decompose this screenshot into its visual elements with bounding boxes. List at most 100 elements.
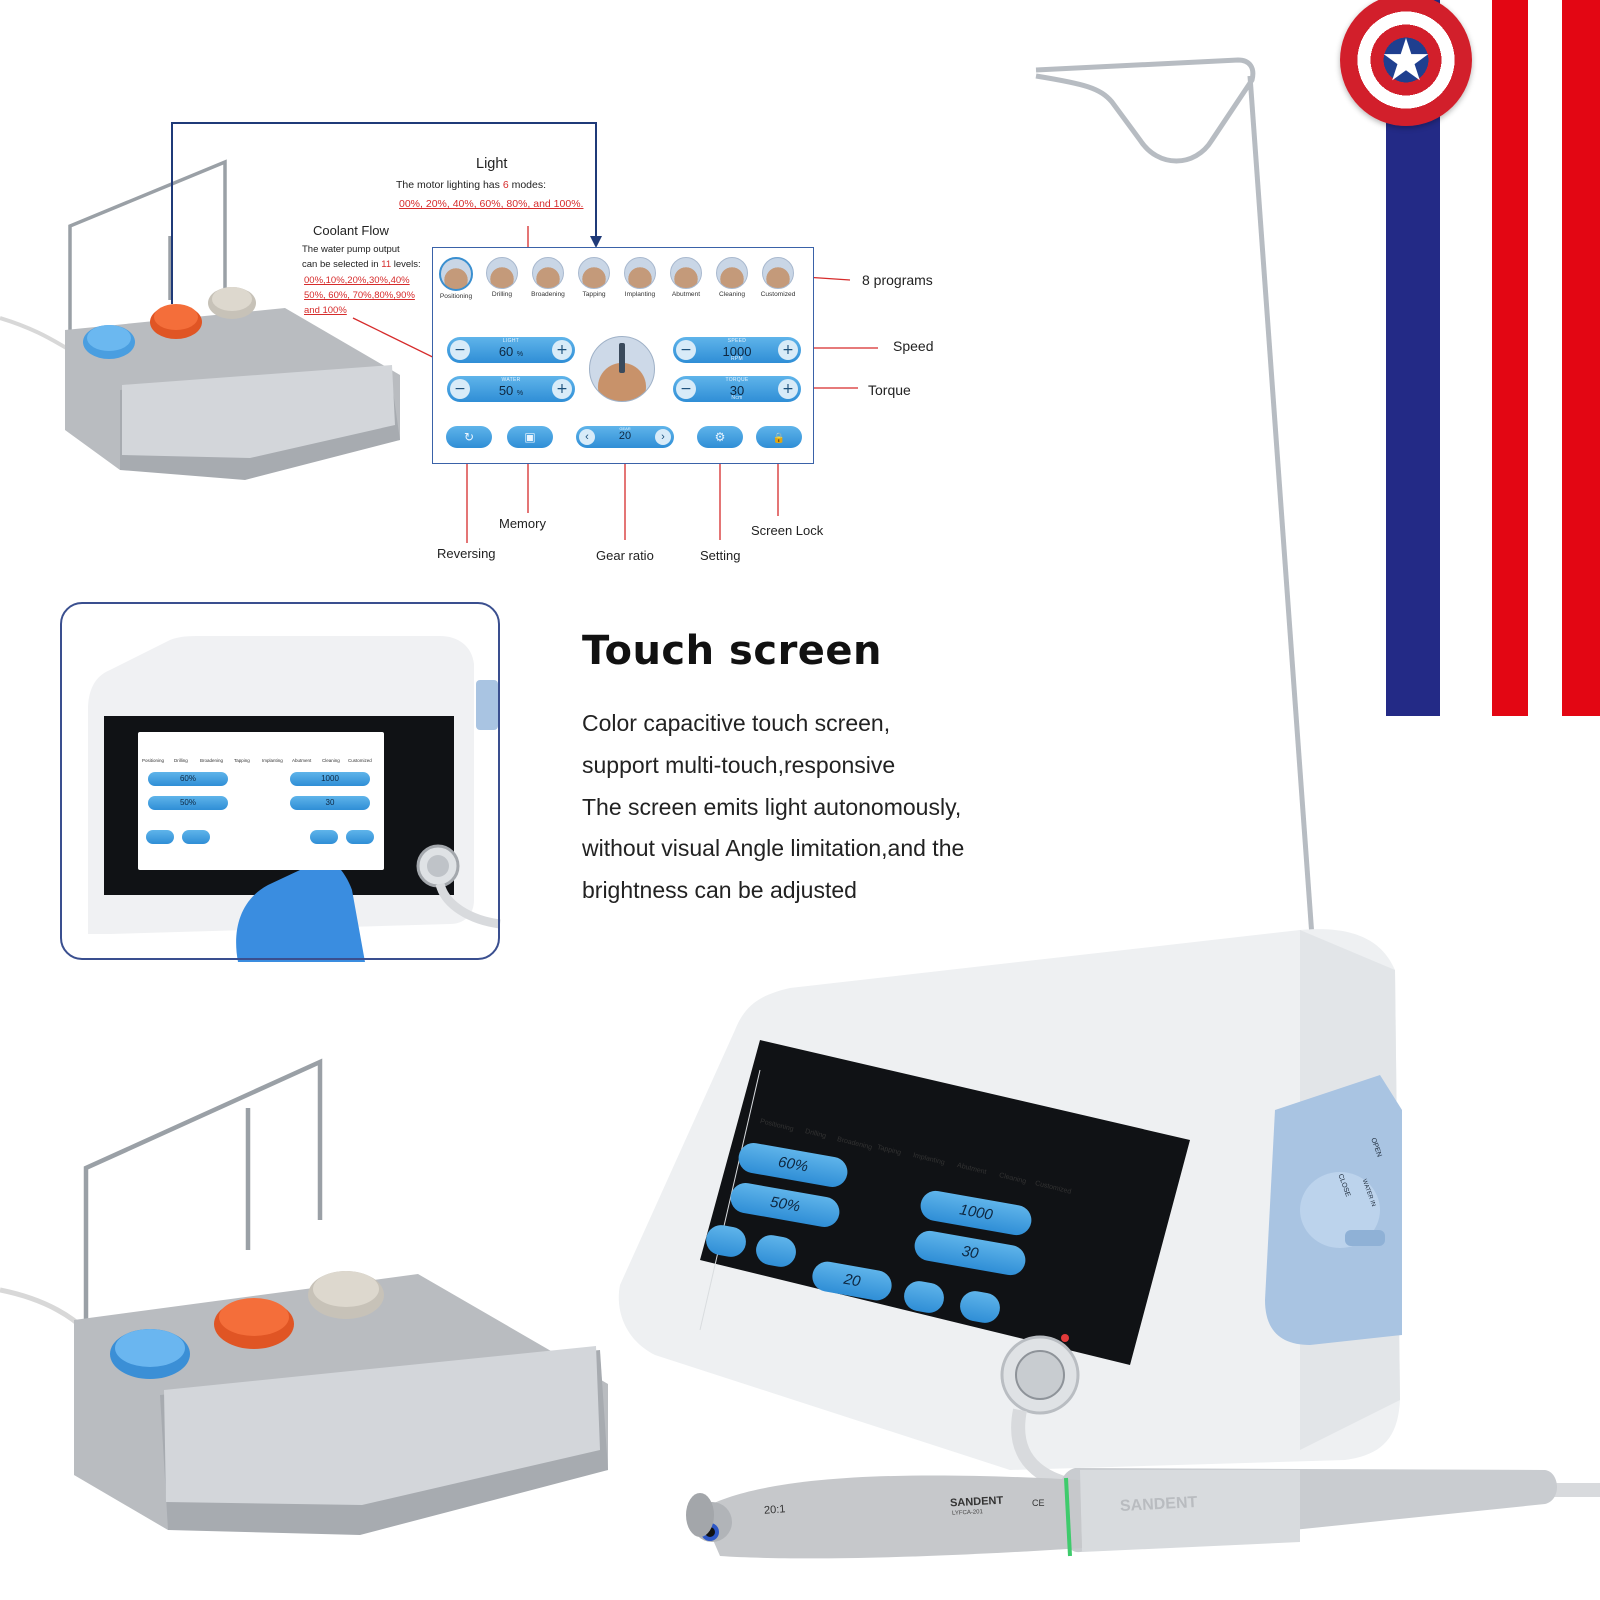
gear-prev-button[interactable]: ‹ (579, 429, 595, 445)
current-program-bur-icon (589, 336, 655, 402)
program-tapping[interactable]: Tapping (571, 257, 617, 298)
light-title: Light (476, 156, 508, 172)
gear-value: 20 (618, 430, 632, 442)
coolant-line-1: The water pump output (302, 244, 400, 255)
inset-program-label: Tapping (234, 758, 250, 763)
coolant-levels-3: and 100% (304, 305, 347, 316)
torque-caption: TORQUE (725, 377, 749, 383)
reverse-icon: ↻ (463, 430, 475, 444)
water-plus-button[interactable]: + (552, 379, 572, 399)
coolant-line-2: can be selected in 11 levels: (302, 257, 421, 272)
implant-motor-device (618, 929, 1600, 1559)
inset-program-label: Broadening (200, 758, 224, 763)
program-label: Customized (760, 291, 796, 298)
reverse-button[interactable]: ↻ (446, 426, 492, 448)
touch-screen-line-1: Color capacitive touch screen, (582, 710, 891, 736)
inset-lock-button[interactable] (346, 830, 374, 844)
save-icon: ▣ (524, 430, 536, 444)
inset-memory-button[interactable] (182, 830, 210, 844)
screen-lock-button[interactable]: 🔒 (756, 426, 802, 448)
light-desc-prefix: The motor lighting has (396, 179, 503, 191)
coolant-levels-2: 50%, 60%, 70%,80%,90% (304, 290, 415, 301)
torque-unit: Ncm (731, 395, 743, 401)
torque-plus-button[interactable]: + (778, 379, 798, 399)
inset-speed-pill: 1000 (290, 772, 370, 786)
gear-next-button[interactable]: › (655, 429, 671, 445)
inset-speed-value: 1000 (321, 774, 339, 783)
light-control: − LIGHT 60 % + (447, 337, 575, 363)
lock-icon: 🔒 (772, 433, 786, 444)
program-drilling[interactable]: Drilling (479, 257, 525, 298)
program-label: Positioning (439, 293, 473, 300)
label-speed: Speed (893, 338, 934, 354)
speed-value: 1000 (722, 344, 752, 359)
speed-plus-button[interactable]: + (778, 340, 798, 360)
handpiece-ce-mark: CE (1032, 1498, 1045, 1508)
label-memory: Memory (499, 516, 546, 531)
program-label: Tapping (582, 291, 606, 298)
light-minus-button[interactable]: − (450, 340, 470, 360)
inset-water-pill: 50% (148, 796, 228, 810)
water-minus-button[interactable]: − (450, 379, 470, 399)
program-label: Broadening (531, 291, 565, 298)
program-positioning[interactable]: Positioning (433, 257, 479, 300)
light-value-number: 60 (498, 344, 514, 359)
inset-program-label: Drilling (174, 758, 188, 763)
light-modes-list: 00%, 20%, 40%, 60%, 80%, and 100%. (399, 198, 584, 210)
program-label: Implanting (624, 291, 656, 298)
program-label: Abutment (671, 291, 701, 298)
program-label: Drilling (491, 291, 513, 298)
coolant-desc-prefix: can be selected in (302, 259, 382, 270)
touch-screen-line-5: brightness can be adjusted (582, 877, 857, 903)
coolant-title: Coolant Flow (313, 223, 389, 238)
flag-stripe-red-1 (1492, 0, 1528, 716)
inset-screen: Positioning Drilling Broadening Tapping … (138, 732, 384, 870)
program-customized[interactable]: Customized (755, 257, 801, 298)
water-caption: WATER (501, 377, 521, 383)
light-plus-button[interactable]: + (552, 340, 572, 360)
inset-water-value: 50% (179, 798, 196, 807)
torque-value: 30 (729, 383, 745, 398)
gear-ratio-control: ‹ GEAR 20 › (576, 426, 674, 448)
light-caption: LIGHT (502, 338, 520, 344)
label-setting: Setting (700, 548, 741, 563)
label-8-programs: 8 programs (862, 272, 933, 288)
inset-program-label: Customized (348, 758, 372, 763)
program-abutment[interactable]: Abutment (663, 257, 709, 298)
inset-program-label: Positioning (142, 758, 165, 763)
water-unit: % (516, 390, 524, 397)
label-screen-lock: Screen Lock (751, 523, 824, 538)
light-description: The motor lighting has 6 modes: (396, 178, 546, 193)
program-cleaning[interactable]: Cleaning (709, 257, 755, 298)
program-label: Cleaning (718, 291, 746, 298)
flag-stripe-red-2 (1562, 0, 1600, 716)
speed-minus-button[interactable]: − (676, 340, 696, 360)
coolant-level-count: 11 (381, 259, 392, 270)
broadening-icon (532, 257, 564, 289)
drill-icon (486, 257, 518, 289)
inset-reverse-button[interactable] (146, 830, 174, 844)
water-control: − WATER 50 % + (447, 376, 575, 402)
setting-button[interactable]: ⚙ (697, 426, 743, 448)
program-broadening[interactable]: Broadening (525, 257, 571, 298)
tapping-icon (578, 257, 610, 289)
memory-button[interactable]: ▣ (507, 426, 553, 448)
implant-icon (624, 257, 656, 289)
inset-light-pill: 60% (148, 772, 228, 786)
inset-setting-button[interactable] (310, 830, 338, 844)
torque-control: − TORQUE 30 Ncm + (673, 376, 801, 402)
speed-control: − SPEED 1000 RPM + (673, 337, 801, 363)
light-mode-count: 6 (502, 179, 509, 191)
label-reversing: Reversing (437, 546, 496, 561)
foot-pedal-large (0, 1058, 608, 1535)
speed-unit: RPM (730, 356, 743, 362)
inset-program-label: Implanting (262, 758, 283, 763)
touch-screen-line-4: without visual Angle limitation,and the (582, 835, 965, 861)
torque-minus-button[interactable]: − (676, 379, 696, 399)
customized-icon (762, 257, 794, 289)
handpiece-ratio: 20:1 (763, 1503, 786, 1517)
program-implanting[interactable]: Implanting (617, 257, 663, 298)
abutment-icon (670, 257, 702, 289)
label-gear-ratio: Gear ratio (596, 548, 654, 563)
light-value: 60 % (447, 344, 575, 359)
